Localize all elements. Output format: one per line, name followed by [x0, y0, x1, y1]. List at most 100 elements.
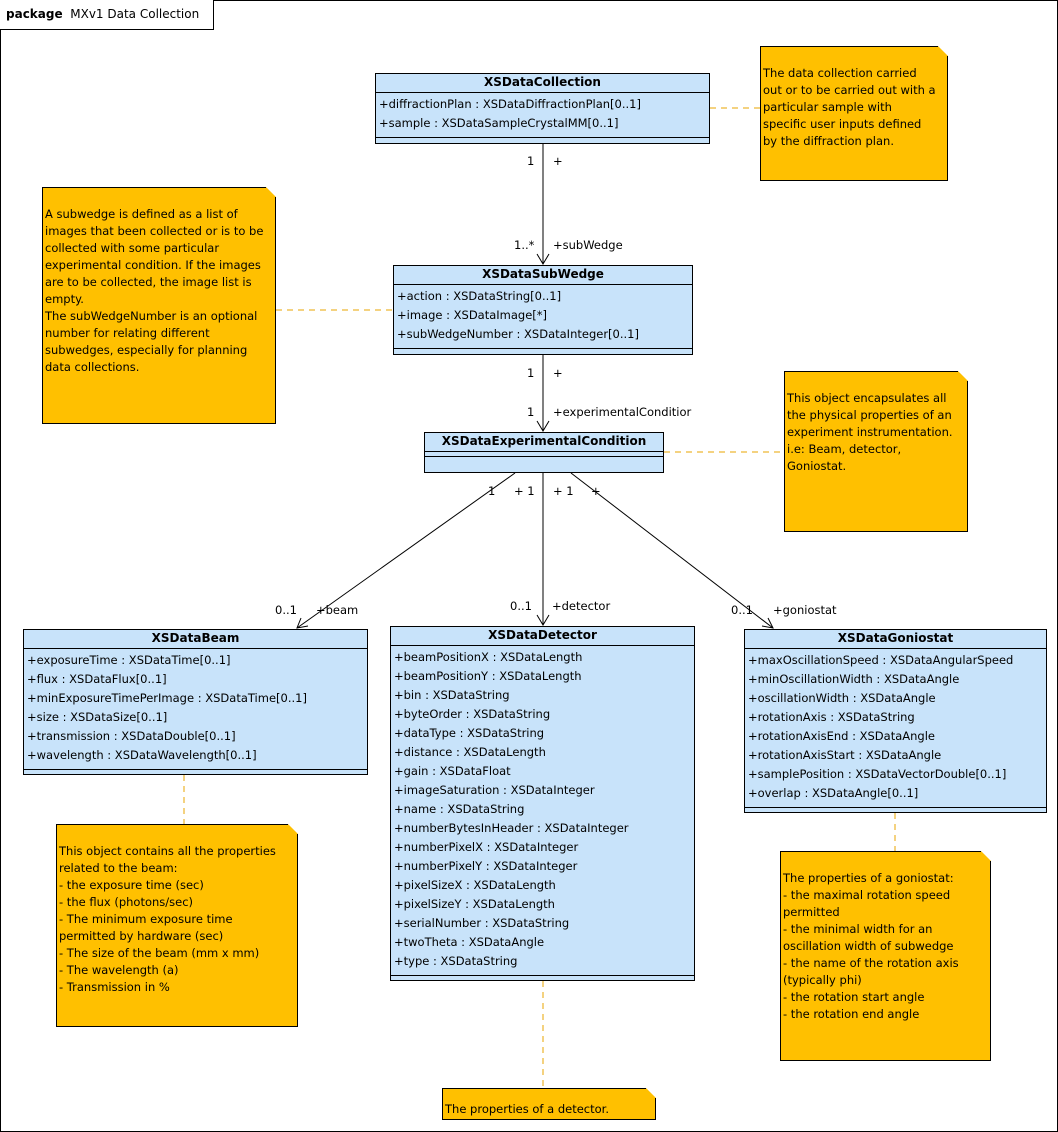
association-experimental-goniostat[interactable] — [570, 472, 774, 629]
note-line: - The minimum exposure time — [59, 912, 233, 926]
label-detector-source: + 1 — [514, 484, 535, 498]
arrowhead-detector — [536, 614, 550, 626]
class-attribute: +image : XSDataImage[*] — [397, 308, 548, 322]
label-collection-source-plus: + — [553, 154, 563, 168]
class-attribute: +twoTheta : XSDataAngle — [394, 935, 545, 949]
attribute-compartment: +action : XSDataString[0..1] +image : XSD… — [394, 285, 692, 349]
class-attribute: +pixelSizeY : XSDataLength — [394, 897, 555, 911]
class-attribute: +bin : XSDataString — [394, 688, 510, 702]
class-attribute: +pixelSizeX : XSDataLength — [394, 878, 556, 892]
attribute-compartment: +diffractionPlan : XSDataDiffractionPlan… — [376, 93, 709, 138]
note-line: - the rotation end angle — [783, 1007, 920, 1021]
note-line: permitted by hardware (sec) — [59, 929, 224, 943]
class-attribute: +rotationAxisStart : XSDataAngle — [748, 748, 942, 762]
class-attribute: +numberBytesInHeader : XSDataInteger — [394, 821, 629, 835]
note-line: empty. — [45, 292, 84, 306]
note-fold-corner — [646, 1088, 656, 1098]
arrowhead-goniostat — [761, 617, 774, 629]
label-beam-multiplicity: 0..1 — [275, 603, 297, 617]
note-line: The subWedgeNumber is an optional — [45, 309, 258, 323]
class-attribute: +minExposureTimePerImage : XSDataTime[0.… — [27, 691, 307, 705]
arrowhead-experimental — [536, 420, 550, 432]
label-subwedge-source-multiplicity: 1 — [527, 366, 535, 380]
note-line: by the diffraction plan. — [763, 134, 894, 148]
label-subwedge-multiplicity: 1..* — [514, 238, 535, 252]
class-attribute: +beamPositionY : XSDataLength — [394, 669, 582, 683]
class-attribute: +subWedgeNumber : XSDataInteger[0..1] — [397, 327, 639, 341]
note-line: A subwedge is defined as a list of — [45, 207, 238, 221]
note-line: i.e: Beam, detector, — [787, 442, 902, 456]
association-experimental-beam[interactable] — [296, 472, 516, 629]
note-line: experiment instrumentation. — [787, 425, 953, 439]
class-attribute: +dataType : XSDataString — [394, 726, 545, 740]
class-attribute: +oscillationWidth : XSDataAngle — [748, 691, 936, 705]
class-xsdataexperimentalcondition[interactable]: XSDataExperimentalCondition — [424, 432, 664, 473]
class-attribute: +flux : XSDataFlux[0..1] — [27, 672, 167, 686]
note-fold-corner — [266, 187, 276, 197]
class-name: XSDataDetector — [391, 627, 694, 646]
note-line: images that been collected or is to be — [45, 224, 264, 238]
attribute-compartment: +exposureTime : XSDataTime[0..1] +flux : … — [24, 649, 367, 770]
operation-compartment — [425, 457, 663, 467]
label-experimental-role: +experimentalConditior — [553, 405, 692, 419]
note-line: subwedges, especially for planning — [45, 343, 248, 357]
note-beam[interactable]: This object contains all the properties r… — [56, 824, 298, 1027]
note-line: permitted — [783, 905, 840, 919]
class-attribute: +samplePosition : XSDataVectorDouble[0..… — [748, 767, 1007, 781]
note-text: The properties of a goniostat:- the maxi… — [783, 870, 988, 1023]
note-line: The properties of a detector. — [445, 1102, 609, 1116]
class-attribute: +gain : XSDataFloat — [394, 764, 511, 778]
note-line: the physical properties of an — [787, 408, 952, 422]
class-xsdatadetector[interactable]: XSDataDetector +beamPositionX : XSDataLe… — [390, 626, 695, 981]
note-line: oscillation width of subwedge — [783, 939, 954, 953]
class-xsdatabeam[interactable]: XSDataBeam +exposureTime : XSDataTime[0.… — [23, 629, 368, 775]
class-name: XSDataGoniostat — [745, 630, 1046, 649]
label-goniostat-role: +goniostat — [773, 603, 837, 617]
class-attribute: +rotationAxis : XSDataString — [748, 710, 915, 724]
label-beam-role: +beam — [316, 603, 359, 617]
class-attribute: +exposureTime : XSDataTime[0..1] — [27, 653, 231, 667]
class-attribute: +maxOscillationSpeed : XSDataAngularSpee… — [748, 653, 1014, 667]
class-attribute: +rotationAxisEnd : XSDataAngle — [748, 729, 935, 743]
note-line: related to the beam: — [59, 861, 178, 875]
class-xsdatagoniostat[interactable]: XSDataGoniostat +maxOscillationSpeed : X… — [744, 629, 1047, 813]
note-fold-corner — [958, 371, 968, 381]
note-line: specific user inputs defined — [763, 117, 922, 131]
note-line: number for relating different — [45, 326, 210, 340]
class-attribute: +transmission : XSDataDouble[0..1] — [27, 729, 236, 743]
arrowhead-beam — [296, 617, 309, 629]
class-attribute: +numberPixelY : XSDataInteger — [394, 859, 578, 873]
note-line: - The wavelength (a) — [59, 963, 179, 977]
note-detector[interactable]: The properties of a detector. — [442, 1088, 656, 1120]
note-line: particular sample with — [763, 100, 892, 114]
class-xsdatasubwedge[interactable]: XSDataSubWedge +action : XSDataString[0.… — [393, 265, 693, 355]
note-line: - the maximal rotation speed — [783, 888, 951, 902]
note-line: - The size of the beam (mm x mm) — [59, 946, 260, 960]
class-attribute: +type : XSDataString — [394, 954, 518, 968]
label-goniostat-source-plus: + — [591, 484, 601, 498]
label-detector-role: +detector — [552, 599, 611, 613]
note-line: collected with some particular — [45, 241, 220, 255]
note-line: This object contains all the properties — [59, 844, 276, 858]
note-goniostat[interactable]: The properties of a goniostat:- the maxi… — [780, 851, 991, 1061]
class-name: XSDataCollection — [376, 74, 709, 93]
class-attribute: +overlap : XSDataAngle[0..1] — [748, 786, 919, 800]
class-attribute: +diffractionPlan : XSDataDiffractionPlan… — [379, 97, 641, 111]
class-attribute: +action : XSDataString[0..1] — [397, 289, 562, 303]
class-name: XSDataSubWedge — [394, 266, 692, 285]
note-text: This object contains all the properties r… — [59, 843, 295, 996]
operation-compartment — [24, 770, 367, 780]
note-line: - the exposure time (sec) — [59, 878, 204, 892]
class-attribute: +wavelength : XSDataWavelength[0..1] — [27, 748, 257, 762]
note-fold-corner — [981, 851, 991, 861]
class-attribute: +size : XSDataSize[0..1] — [27, 710, 168, 724]
note-subwedge[interactable]: A subwedge is defined as a list of images… — [42, 187, 276, 424]
label-goniostat-multiplicity: 0..1 — [731, 603, 753, 617]
label-beam-source-multiplicity: 1 — [488, 484, 496, 498]
class-xsdatacollection[interactable]: XSDataCollection +diffractionPlan : XSDa… — [375, 73, 710, 144]
label-subwedge-role: +subWedge — [553, 238, 623, 252]
class-attribute: +imageSaturation : XSDataInteger — [394, 783, 595, 797]
